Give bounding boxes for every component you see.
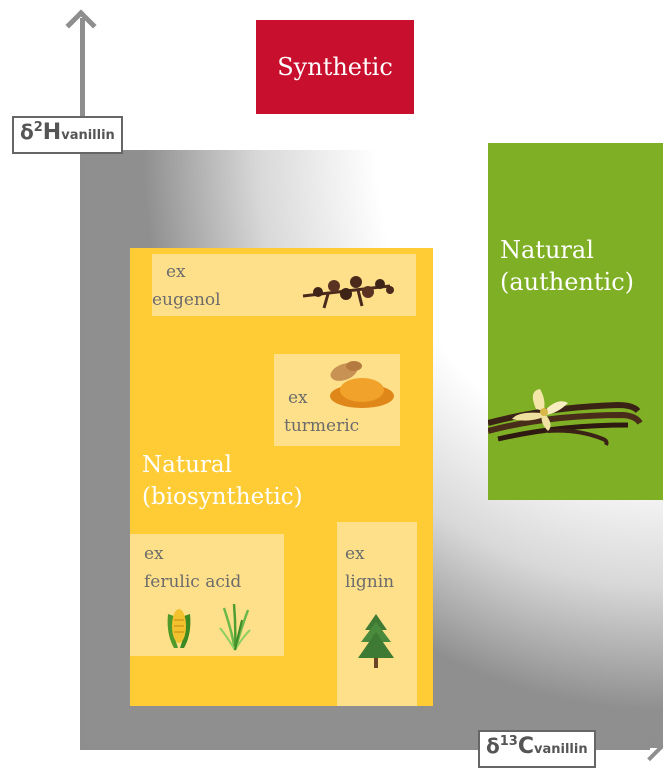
y-axis-arrow-icon [65,9,96,40]
biosynthetic-label-line1: Natural [142,450,232,480]
y-axis-label: δ 2 H vanillin [12,116,123,154]
source-eugenol: ex eugenol [152,254,416,316]
x-axis-label: δ 13 C vanillin [478,730,596,768]
corn-icon [164,604,194,650]
natural-biosynthetic-region: ex eugenol ex turmeric [130,248,433,706]
x-axis-letter: C [518,734,534,759]
authentic-label-line1: Natural [500,235,594,265]
turmeric-icon [326,358,398,410]
turmeric-label: turmeric [284,416,359,436]
ferulic-ex: ex [144,544,164,564]
y-axis-symbol: δ [20,120,34,144]
eugenol-label: eugenol [152,290,221,310]
pine-tree-icon [357,614,395,668]
source-turmeric: ex turmeric [274,354,400,446]
lignin-label: lignin [345,572,394,592]
authentic-label-line2: (authentic) [500,267,634,297]
rice-plant-icon [218,602,252,652]
clove-icon [298,272,398,312]
synthetic-region: Synthetic [256,20,414,114]
source-lignin: ex lignin [337,522,417,706]
ferulic-label: ferulic acid [144,572,241,592]
biosynthetic-label-line2: (biosynthetic) [142,482,303,512]
x-axis-symbol: δ [486,734,500,758]
y-axis-superscript: 2 [34,120,43,135]
vanilla-pod-icon [488,381,663,471]
eugenol-ex: ex [166,262,186,282]
x-axis-superscript: 13 [500,734,518,749]
turmeric-ex: ex [288,388,308,408]
source-ferulic-acid: ex ferulic acid [130,534,284,656]
natural-authentic-region: Natural (authentic) [488,143,663,500]
y-axis-letter: H [43,120,61,145]
y-axis-subscript: vanillin [61,128,115,143]
lignin-ex: ex [345,544,365,564]
x-axis-subscript: vanillin [534,742,588,757]
synthetic-label: Synthetic [277,53,393,81]
